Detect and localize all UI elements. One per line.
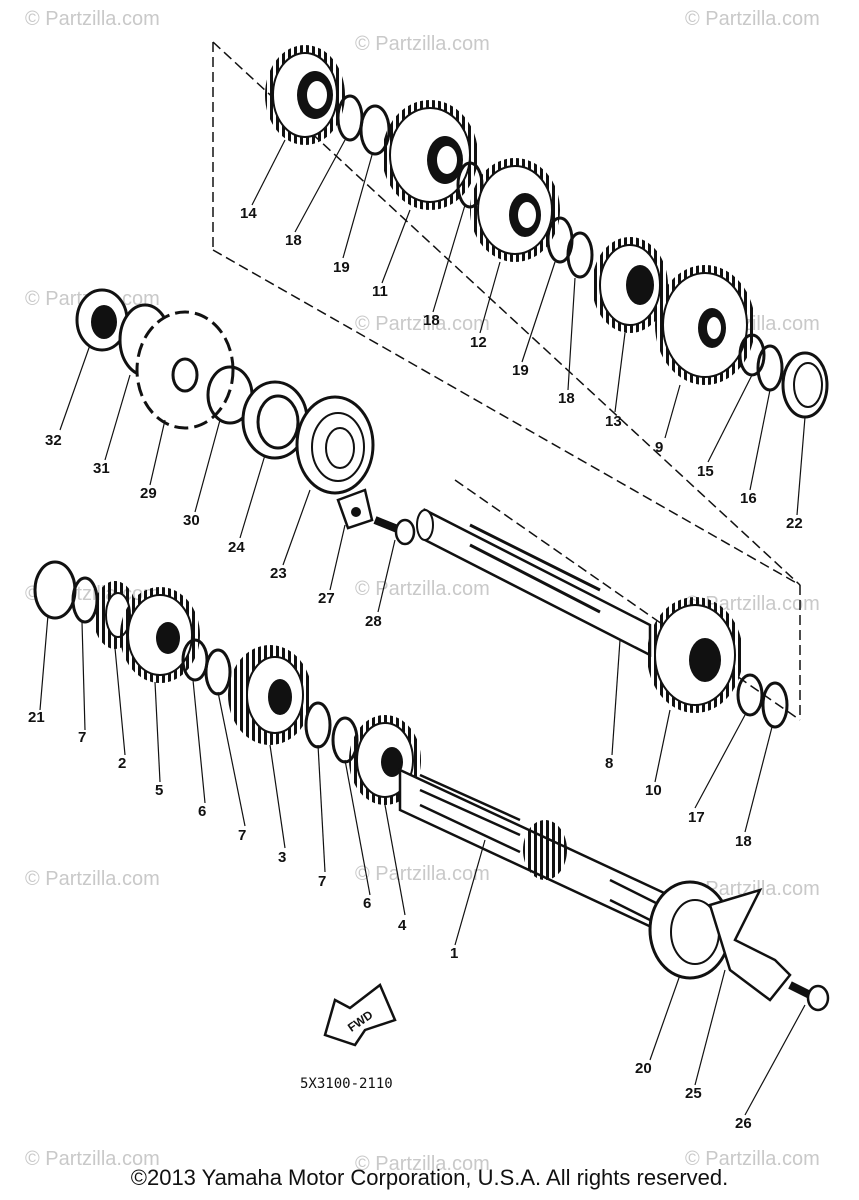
screw-28 — [373, 516, 416, 546]
callout-label: 15 — [697, 463, 714, 480]
bearing-stopper-27 — [336, 488, 374, 530]
callout-label: 7 — [238, 827, 246, 844]
gear-3 — [228, 645, 312, 745]
callout-label: 18 — [735, 833, 752, 850]
callout-label: 14 — [240, 205, 257, 222]
callout-label: 1 — [450, 945, 458, 962]
main-axle-1 — [398, 768, 692, 947]
leader-lines — [39, 139, 806, 1116]
callout-label: 23 — [270, 565, 287, 582]
watermark-text: © Partzilla.com — [355, 578, 490, 600]
callout-label: 30 — [183, 512, 200, 529]
callout-label: 28 — [365, 613, 382, 630]
circlip-18 — [761, 681, 789, 729]
gear-13 — [592, 237, 668, 333]
callout-label: 31 — [93, 460, 110, 477]
circlip-7 — [204, 648, 232, 696]
callout-label: 13 — [605, 413, 622, 430]
callout-label: 6 — [198, 803, 206, 820]
callout-label: 17 — [688, 809, 705, 826]
screw-26 — [788, 981, 830, 1012]
watermark-text: © Partzilla.com — [25, 1148, 160, 1170]
watermark-text: © Partzilla.com — [355, 313, 490, 335]
callout-label: 7 — [78, 729, 86, 746]
gear-11 — [382, 100, 478, 210]
gear-14 — [265, 45, 345, 145]
callout-label: 26 — [735, 1115, 752, 1132]
callout-label: 22 — [786, 515, 803, 532]
callout-label: 25 — [685, 1085, 702, 1102]
washer-18 — [336, 94, 364, 142]
callout-label: 19 — [333, 259, 350, 276]
gear-5 — [120, 587, 200, 683]
callout-label: 19 — [512, 362, 529, 379]
callout-label: 9 — [655, 439, 663, 456]
washer-17 — [736, 673, 764, 717]
washer-18 — [566, 231, 594, 279]
callout-label: 7 — [318, 873, 326, 890]
circlip-7 — [304, 701, 332, 749]
callout-label: 32 — [45, 432, 62, 449]
gear-10 — [647, 597, 743, 713]
watermark-text: © Partzilla.com — [355, 863, 490, 885]
watermark-text: © Partzilla.com — [355, 1153, 490, 1175]
bearing-23 — [295, 395, 375, 495]
callout-label: 10 — [645, 782, 662, 799]
callout-label: 3 — [278, 849, 286, 866]
callout-label: 18 — [558, 390, 575, 407]
gear-9 — [655, 265, 755, 385]
bearing-22 — [781, 351, 829, 419]
gear-12 — [470, 158, 560, 262]
bearing-21 — [33, 560, 77, 620]
callout-label: 20 — [635, 1060, 652, 1077]
watermark-text: © Partzilla.com — [25, 868, 160, 890]
callout-label: 8 — [605, 755, 613, 772]
callouts: 14 18 19 11 18 12 19 18 13 9 15 16 22 32… — [28, 205, 803, 1132]
watermark-text: © Partzilla.com — [355, 33, 490, 55]
callout-label: 18 — [285, 232, 302, 249]
callout-label: 4 — [398, 917, 407, 934]
drawing-code: 5X3100-2110 — [300, 1076, 393, 1092]
callout-label: 12 — [470, 334, 487, 351]
callout-label: 5 — [155, 782, 163, 799]
forward-arrow-icon: FWD — [323, 983, 397, 1047]
callout-label: 2 — [118, 755, 126, 772]
watermark-text: © Partzilla.com — [685, 8, 820, 30]
watermark-text: © Partzilla.com — [25, 8, 160, 30]
callout-label: 6 — [363, 895, 371, 912]
callout-label: 21 — [28, 709, 45, 726]
copyright-notice: ©2013 Yamaha Motor Corporation, U.S.A. A… — [130, 1165, 729, 1190]
callout-label: 24 — [228, 539, 245, 556]
callout-label: 18 — [423, 312, 440, 329]
callout-label: 27 — [318, 590, 335, 607]
callout-label: 11 — [372, 283, 388, 300]
watermark-text: © Partzilla.com — [685, 1148, 820, 1170]
bearing-stopper-25 — [708, 887, 792, 1002]
callout-label: 16 — [740, 490, 757, 507]
callout-label: 29 — [140, 485, 157, 502]
nut-32 — [75, 288, 129, 352]
